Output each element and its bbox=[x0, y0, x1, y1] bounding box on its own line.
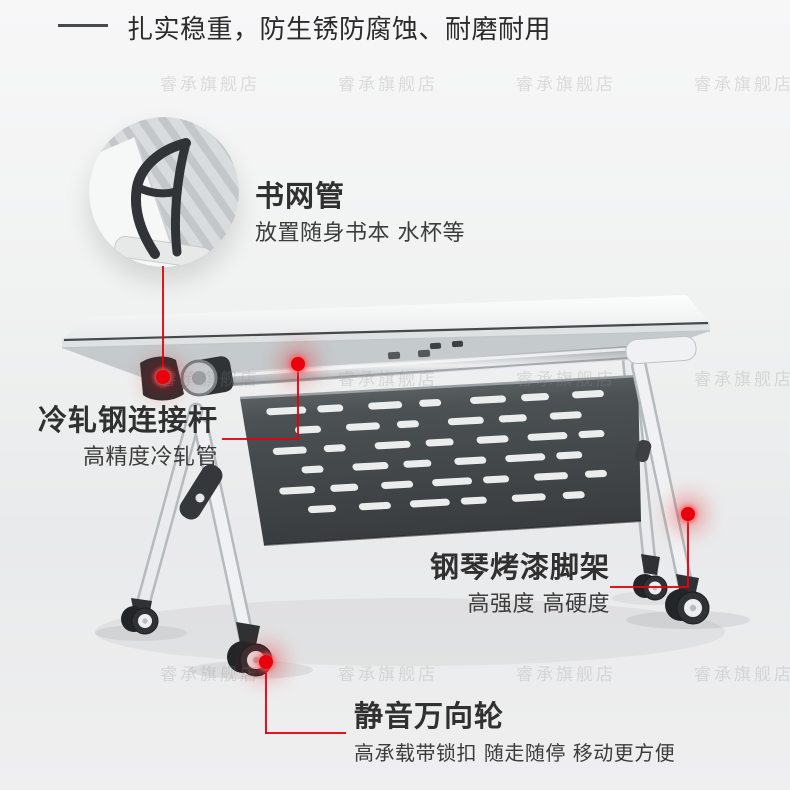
callout-subtitle: 高精度冷轧管 bbox=[82, 444, 218, 470]
page-title: 扎实稳重，防生锈防腐蚀、耐磨耐用 bbox=[127, 15, 552, 45]
rear-right-caster bbox=[633, 574, 668, 601]
left-pivot-bracket bbox=[179, 464, 223, 520]
front-right-caster bbox=[665, 589, 710, 625]
connecting-beam bbox=[155, 335, 697, 391]
callout2-anchor-dot bbox=[291, 357, 305, 371]
modesty-panel bbox=[239, 374, 642, 546]
callout4-anchor-dot bbox=[259, 655, 273, 669]
callout-cold-rolled-rod: 冷轧钢连接杆 高精度冷轧管 bbox=[20, 403, 218, 471]
callout3-anchor-dot bbox=[681, 507, 695, 521]
detail-inset-photo bbox=[89, 117, 239, 267]
rear-right-foot bbox=[641, 554, 660, 575]
callout-subtitle: 高承载带锁扣 随走随停 移动更方便 bbox=[354, 740, 676, 765]
left-pivot-knob bbox=[195, 493, 205, 503]
callout-subtitle: 放置随身书本 水杯等 bbox=[255, 220, 465, 246]
header-dash bbox=[58, 24, 108, 27]
rear-left-caster bbox=[121, 606, 159, 635]
callout-title: 钢琴烤漆脚架 bbox=[429, 550, 610, 584]
rear-legs bbox=[134, 355, 658, 616]
handle-detail bbox=[131, 138, 191, 259]
callout-title: 冷轧钢连接杆 bbox=[37, 403, 218, 437]
callout-title: 书网管 bbox=[255, 179, 346, 213]
callout-title: 静音万向轮 bbox=[354, 699, 505, 733]
callout-subtitle: 高强度 高硬度 bbox=[467, 591, 610, 617]
callout1-anchor-dot bbox=[156, 370, 170, 384]
right-pivot-bracket bbox=[634, 439, 652, 463]
callout-book-net-tube: 书网管 放置随身书本 水杯等 bbox=[255, 179, 465, 247]
callout-piano-paint-legs: 钢琴烤漆脚架 高强度 高硬度 bbox=[330, 550, 610, 618]
callout-silent-casters: 静音万向轮 高承载带锁扣 随走随停 移动更方便 bbox=[354, 699, 675, 765]
front-legs bbox=[193, 358, 695, 648]
tabletop bbox=[61, 295, 711, 350]
